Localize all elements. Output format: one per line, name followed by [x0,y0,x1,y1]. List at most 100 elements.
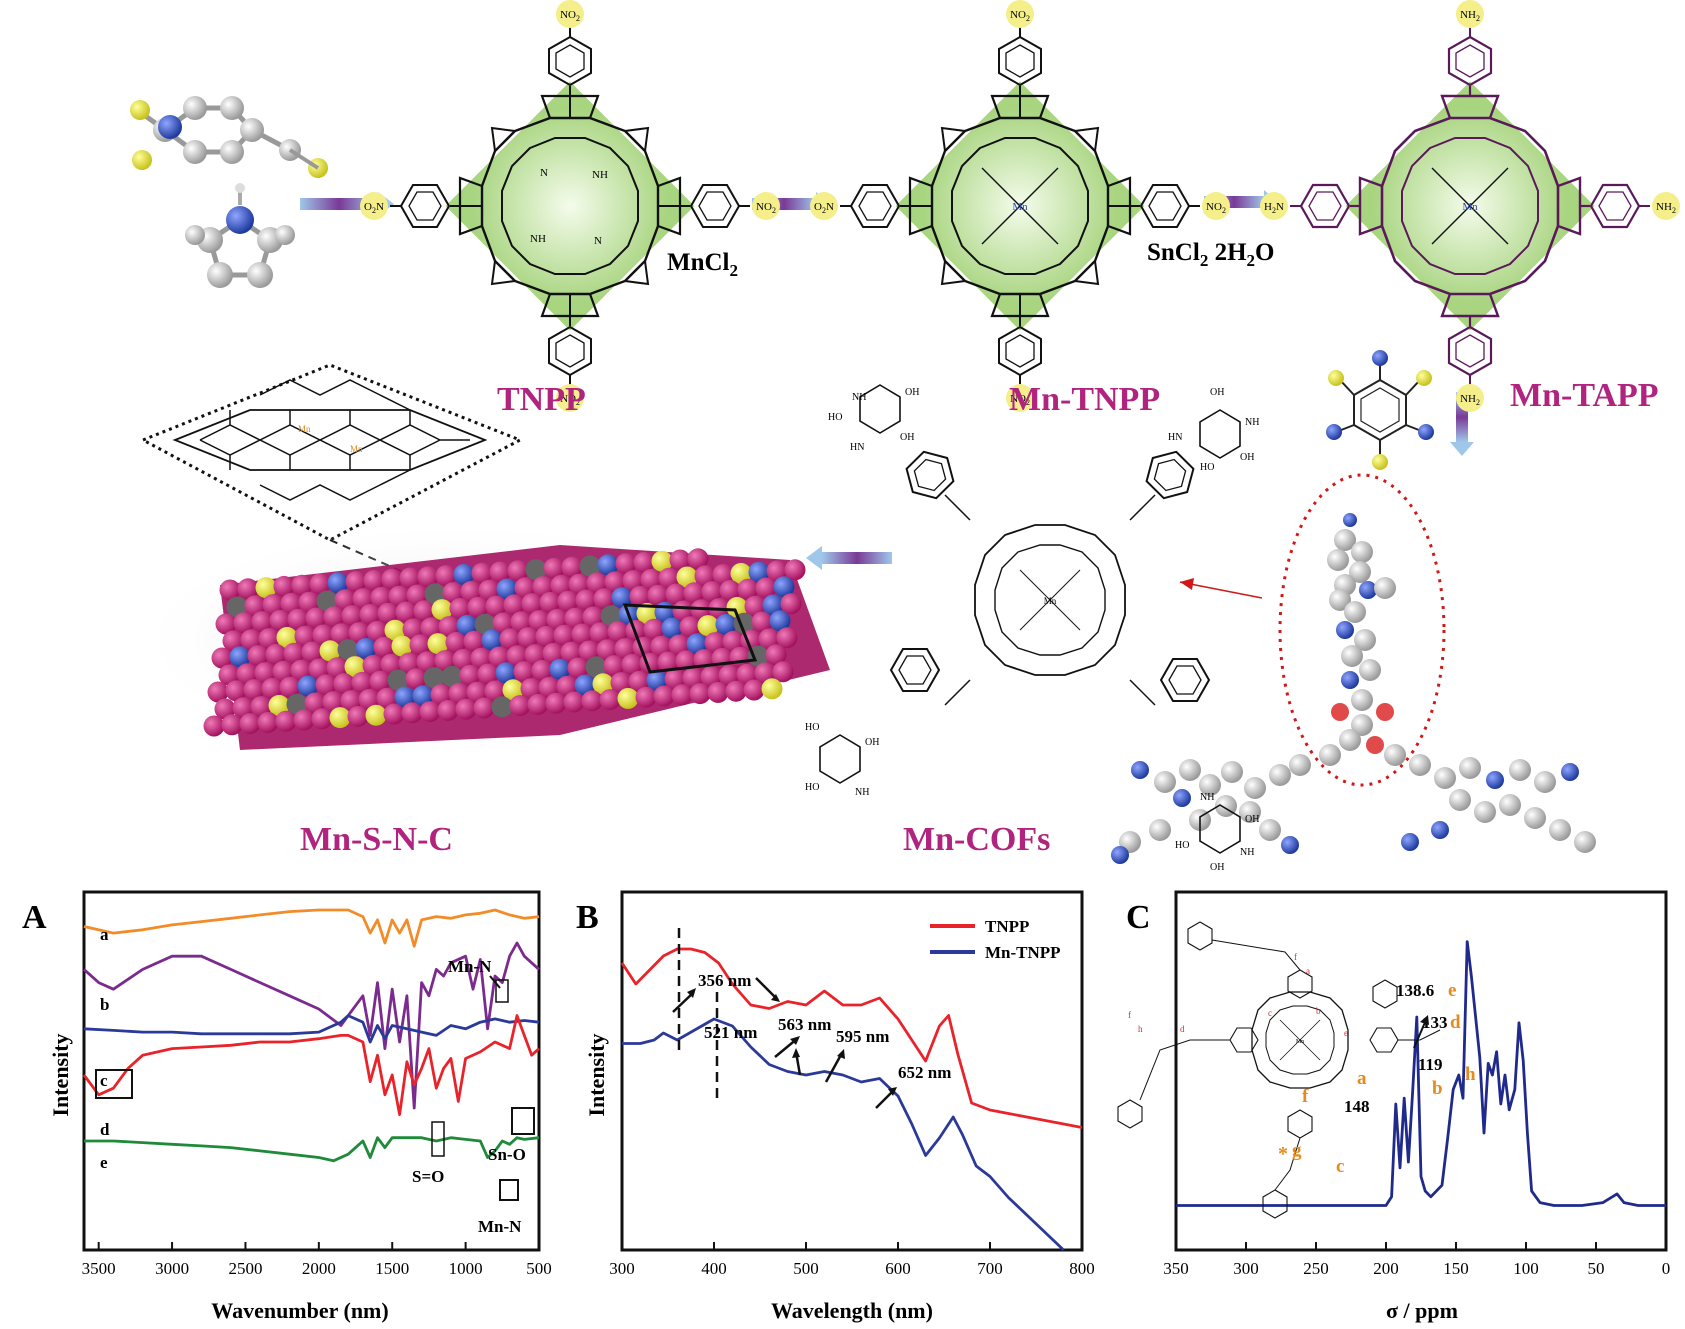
svg-text:N: N [540,167,548,179]
assign-f: f [1302,1086,1309,1107]
panel-b-frame [620,890,1084,1252]
series-line [83,1014,540,1044]
svg-text:NO2: NO2 [756,201,776,215]
legend-tnpp: TNPP [985,917,1029,936]
annotation-sn-o: Sn-O [488,1145,526,1164]
svg-text:Mn: Mn [350,444,363,454]
assign-g: g [1292,1140,1302,1161]
panel-a-plot [82,908,540,1163]
svg-text:NO2: NO2 [560,393,580,407]
svg-text:e: e [1344,1028,1348,1038]
assign-d: d [1450,1012,1461,1033]
svg-text:O2N: O2N [814,201,834,215]
series-line [620,947,1083,1129]
x-tick-label: 2000 [302,1259,336,1278]
x-tick-label: 500 [526,1259,552,1278]
annotation-mn-n-top: Mn-N [448,957,492,976]
x-tick-label: 250 [1303,1259,1329,1278]
assign-h: h [1465,1064,1476,1085]
assign-e: e [1448,980,1456,1001]
x-tick-label: 200 [1373,1259,1399,1278]
assign-star: * [1278,1143,1288,1165]
assign-b: b [1432,1078,1443,1099]
svg-text:f: f [1128,1010,1131,1020]
annotation-595: 595 nm [836,1027,889,1046]
series-line [622,1017,1065,1252]
annotation-356: 356 nm [698,971,751,990]
svg-text:Mn: Mn [298,424,311,434]
mn-snc-sheet [130,520,830,760]
svg-text:f: f [1294,952,1297,962]
aldehyde-molecule-model [130,96,328,178]
svg-text:NH2: NH2 [1460,9,1480,23]
curve-c-label: c [100,1071,108,1090]
series-line [83,908,540,948]
svg-text:HN: HN [850,442,864,453]
svg-text:NH: NH [1240,847,1254,858]
svg-text:Mn: Mn [1012,201,1028,213]
svg-text:b: b [1316,1006,1321,1016]
reagent-mncl2: MnCl2 [667,249,738,280]
svg-text:NO2: NO2 [560,9,580,23]
label-mn-tnpp: Mn-TNPP [1009,381,1160,418]
svg-text:NH: NH [1200,792,1214,803]
x-tick-label: 100 [1513,1259,1539,1278]
svg-text:OH: OH [900,432,914,443]
svg-text:NH2: NH2 [1656,201,1676,215]
triamine-molecule-model [1326,350,1434,470]
svg-text:NH: NH [530,233,546,245]
svg-text:N: N [594,235,602,247]
x-tick-label: 500 [793,1259,819,1278]
svg-text:HO: HO [1175,840,1189,851]
curve-b-label: b [100,995,109,1014]
panel-a-xlabel: Wavenumber (nm) [211,1298,388,1323]
arrow-1 [300,198,378,210]
x-tick-label: 3000 [155,1259,189,1278]
svg-text:HO: HO [1200,462,1214,473]
tnpp-structure: NO2 NO2 O2N NO2 N NH NH N [360,0,780,412]
svg-text:NH: NH [1245,417,1259,428]
panel-c-inset-structure: Mn f a b c e d f h [1117,921,1441,1219]
panel-a-ylabel: Intensity [48,1033,73,1116]
svg-text:OH: OH [1210,387,1224,398]
assign-a: a [1357,1068,1367,1089]
svg-text:H2N: H2N [1264,201,1284,215]
series-line [84,1136,540,1163]
x-tick-label: 1500 [375,1259,409,1278]
assign-c: c [1336,1156,1344,1177]
legend-mn-tnpp: Mn-TNPP [985,943,1061,962]
svg-text:c: c [1268,1008,1272,1018]
svg-text:NH2: NH2 [1460,393,1480,407]
panel-b-ylabel: Intensity [584,1033,609,1116]
svg-text:NH: NH [592,169,608,181]
panel-c-plot [1176,940,1666,1207]
series-line [1176,940,1666,1207]
panel-c-xlabel: σ / ppm [1386,1298,1458,1323]
label-mn-cofs: Mn-COFs [903,821,1050,858]
svg-text:OH: OH [1210,862,1224,870]
x-tick-label: 50 [1588,1259,1605,1278]
panel-b-letter: B [576,899,599,936]
annotation-652: 652 nm [898,1063,951,1082]
panel-c-letter: C [1126,899,1151,936]
curve-d-label: d [100,1120,110,1139]
series-line [82,1014,540,1117]
peak-label-133: 133 [1422,1013,1448,1032]
pyrrole-molecule-model [185,183,295,288]
svg-text:OH: OH [1245,814,1259,825]
panel-a-frame [82,890,541,1252]
panel-b-plot [620,947,1083,1252]
tnpp-no2-top: NO [560,9,576,21]
svg-text:OH: OH [1240,452,1254,463]
panel-c-frame [1174,890,1668,1252]
x-tick-label: 3500 [82,1259,116,1278]
x-tick-label: 0 [1662,1259,1671,1278]
annotation-563: 563 nm [778,1015,831,1034]
arrow-left [822,552,892,564]
mn-snc-inset: Mn Mn [139,363,606,661]
